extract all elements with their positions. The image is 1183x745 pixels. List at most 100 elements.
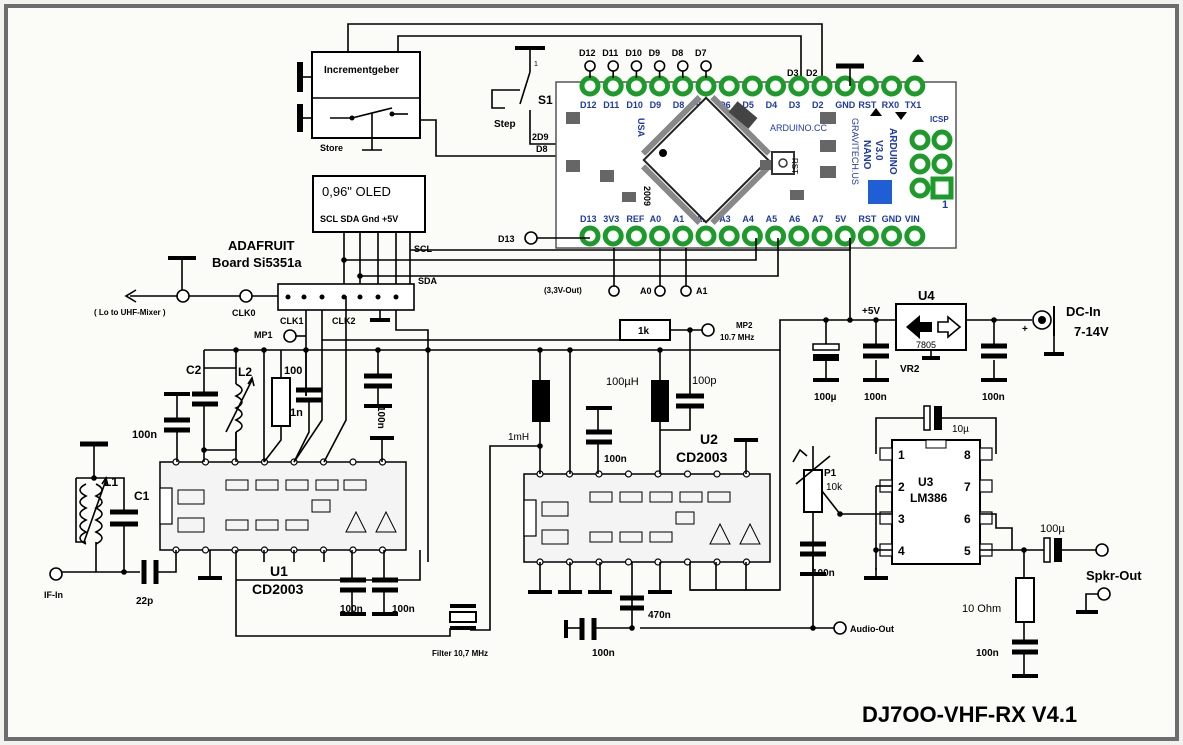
u1-type: CD2003 — [252, 581, 304, 597]
nano-rst-label: RST — [790, 158, 799, 174]
l1-label: L1 — [104, 475, 118, 489]
encoder-label: Incrementgeber — [324, 65, 399, 76]
lm386-pin-left: 3 — [898, 512, 905, 526]
s1-pin1: 1 — [534, 61, 538, 68]
net-d2: D2 — [806, 68, 818, 78]
nano-bottom-pin-label: A4 — [742, 214, 754, 224]
net-clk0: CLK0 — [232, 308, 256, 318]
u3-type: LM386 — [910, 491, 948, 505]
net-a0: A0 — [640, 286, 652, 296]
nano-top-pin — [741, 75, 763, 97]
net-d13: D13 — [498, 234, 515, 244]
net-scl: SCL — [414, 244, 433, 254]
c1-label: C1 — [134, 489, 150, 503]
oled-title: 0,96" OLED — [322, 184, 391, 199]
nano-top-pin — [765, 75, 787, 97]
net-33v: (3,3V-Out) — [544, 286, 582, 295]
lm386-pin-left: 2 — [898, 480, 905, 494]
top-testpoint — [630, 60, 643, 72]
nano-top-pin — [718, 75, 740, 97]
lm386-pin-left: 1 — [898, 448, 905, 462]
r-100: 100 — [284, 365, 302, 377]
l2-label: L2 — [238, 365, 252, 379]
nano-bottom-pin — [579, 225, 601, 247]
nano-top-pin — [695, 75, 717, 97]
nano-top-pin — [857, 75, 879, 97]
top-testpoint — [607, 60, 620, 72]
nano-top-pin — [625, 75, 647, 97]
nano-top-pin-label: D4 — [766, 100, 778, 110]
nano-year: 2009 — [642, 186, 652, 206]
nano-bottom-pin-label: 5V — [835, 214, 846, 224]
oled-module: 0,96" OLED SCL SDA Gnd +5V — [312, 175, 426, 233]
nano-bottom-pin-label: D13 — [580, 214, 597, 224]
c100u-out: 100µ — [1040, 523, 1065, 535]
nano-bottom-pin — [765, 225, 787, 247]
filter-107: Filter 10,7 MHz — [432, 604, 488, 658]
nano-top-pin — [788, 75, 810, 97]
nano-top-pin-label: TX1 — [905, 100, 922, 110]
nano-top-pin-label: RX0 — [882, 100, 900, 110]
r-1k: 1k — [638, 326, 650, 337]
net-2d9: 2D9 — [532, 132, 549, 142]
oled-pins: SCL SDA Gnd +5V — [320, 214, 398, 224]
c470n: 470n — [648, 610, 671, 621]
store-label: Store — [320, 143, 343, 153]
adafruit-label-1: ADAFRUIT — [228, 238, 294, 253]
top-testpoint — [653, 60, 666, 72]
c2-label: C2 — [186, 363, 202, 377]
nano-top-pin — [602, 75, 624, 97]
c22p: 22p — [136, 596, 153, 607]
audio-label: Audio-Out — [850, 624, 894, 634]
step-label: Step — [494, 119, 516, 130]
nano-bottom-pin-label: REF — [626, 214, 645, 224]
adafruit-label-2: Board Si5351a — [212, 255, 302, 270]
nano-top-pin-label: D11 — [603, 100, 619, 110]
u1-label: U1 — [270, 563, 288, 579]
c100n-p1: 100n — [812, 568, 835, 579]
net-sda: SDA — [418, 276, 438, 286]
nano-top-pin-label: D3 — [789, 100, 801, 110]
nano-bottom-pin — [672, 225, 694, 247]
top-testpoint — [584, 60, 596, 72]
supply-cap-label: 100n — [982, 392, 1005, 403]
u2-type: CD2003 — [676, 449, 728, 465]
nano-bottom-pin — [904, 225, 926, 247]
mp2-freq: 10.7 MHz — [720, 333, 754, 342]
nano-top-pin — [811, 75, 833, 97]
nano-bottom-pin — [788, 225, 810, 247]
nano-top-pin-label: D10 — [626, 100, 643, 110]
nano-bottom-pin — [649, 225, 671, 247]
nano-top-pin-label: D2 — [812, 100, 824, 110]
nano-bottom-pin-label: A7 — [812, 214, 824, 224]
net-d8: D8 — [536, 144, 548, 154]
c-1n: 1n — [290, 407, 303, 419]
nano-bottom-pin-label: A3 — [719, 214, 731, 224]
top-testpoint-label: D8 — [672, 48, 684, 58]
nano-bottom-pin-label: GND — [882, 214, 903, 224]
nano-top-pin-label: D6 — [719, 100, 731, 110]
nano-bottom-pin — [695, 225, 717, 247]
c100n-out: 100n — [976, 648, 999, 659]
top-testpoint-label: D9 — [649, 48, 661, 58]
nano-top-pin-label: D9 — [650, 100, 662, 110]
nano-bottom-pin — [625, 225, 647, 247]
nano-bottom-pin-label: 3V3 — [603, 214, 619, 224]
nano-bottom-pin — [602, 225, 624, 247]
c100n-audio: 100n — [592, 648, 615, 659]
arduino-nano: D12D11D10D9D8D7D6D5D4D3D2GNDRSTRX0TX1 D1… — [555, 54, 957, 249]
nano-usa: USA — [636, 118, 646, 138]
nano-bottom-pin-label: A0 — [650, 214, 662, 224]
nano-brand: ARDUINO — [887, 128, 898, 175]
nano-name: NANO — [861, 140, 872, 170]
mp2-label: MP2 — [736, 321, 753, 330]
nano-bottom-pin — [881, 225, 903, 247]
nano-bottom-pin-label: RST — [858, 214, 877, 224]
c100n-u1d: 100n — [392, 604, 415, 615]
nano-bottom-pin-label: A6 — [789, 214, 801, 224]
supply-cap-label: 100µ — [814, 392, 837, 403]
ifin-label: IF-In — [44, 590, 63, 600]
lm386-pin-right: 5 — [964, 544, 971, 558]
